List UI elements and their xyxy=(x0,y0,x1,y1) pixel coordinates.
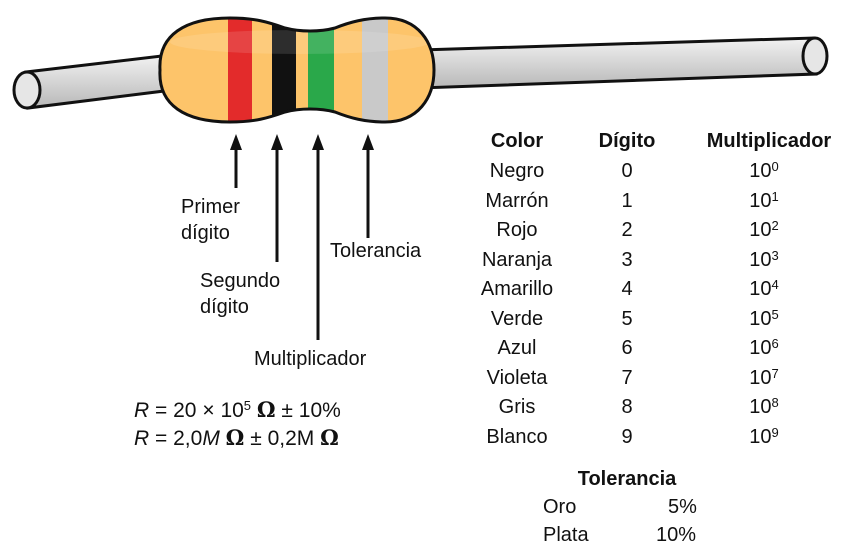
formula-value: 2,0M xyxy=(173,427,220,450)
table-cell-digit: 2 xyxy=(621,219,633,241)
label-primer-line1: Primer xyxy=(181,196,240,218)
table-cell-digit: 5 xyxy=(621,307,633,330)
table-cell-color: Azul xyxy=(497,337,537,359)
tolerance-name-oro: Oro xyxy=(543,496,577,518)
table-cell-digit: 9 xyxy=(621,425,633,448)
label-multiplicador: Multiplicador xyxy=(254,348,367,370)
table-cell-multiplier: 108 xyxy=(749,395,779,418)
tolerance-value-plata: 10% xyxy=(656,524,697,546)
tolerance-value-oro: 5% xyxy=(668,496,697,518)
ohm-symbol: Ω xyxy=(225,425,245,450)
header-multiplicador: Multiplicador xyxy=(706,130,832,152)
table-cell-color: Violeta xyxy=(486,366,548,389)
formula-line-2: R = 2,0M Ω ± 0,2M Ω xyxy=(134,424,339,453)
arrow-segundo xyxy=(271,134,283,262)
table-cell-digit: 1 xyxy=(621,189,633,212)
table-cell-color: Blanco xyxy=(486,425,548,448)
formula-equals: = xyxy=(155,399,168,422)
table-cell-multiplier: 106 xyxy=(749,336,779,359)
tolerance-name-plata: Plata xyxy=(543,524,589,546)
formula-power: 105 xyxy=(220,398,252,422)
formula-value: 20 xyxy=(173,399,197,422)
table-cell-digit: 8 xyxy=(621,396,633,418)
arrow-primer xyxy=(230,134,242,188)
table-cell-digit: 3 xyxy=(621,248,633,271)
label-primer-digito: Primer dígito xyxy=(181,194,240,246)
formula-line-1: R = 20 × 105 Ω ± 10% xyxy=(134,396,341,425)
table-cell-digit: 7 xyxy=(621,366,633,389)
formula-plus-minus: ± xyxy=(281,399,293,422)
right-lead xyxy=(418,36,829,90)
band-green xyxy=(308,18,334,122)
table-cell-multiplier: 104 xyxy=(749,277,779,300)
label-segundo-line1: Segundo xyxy=(200,270,281,292)
formula-r: R xyxy=(134,399,150,422)
tolerance-title: Tolerancia xyxy=(577,468,677,490)
ohm-symbol: Ω xyxy=(256,397,276,422)
table-cell-color: Negro xyxy=(489,160,545,182)
arrow-tolerancia xyxy=(362,134,374,238)
label-tolerancia: Tolerancia xyxy=(330,240,422,262)
formula-tolerance: 0,2M xyxy=(267,427,315,450)
header-digito: Dígito xyxy=(598,130,656,152)
resistor-body xyxy=(158,16,436,124)
formula-plus-minus: ± xyxy=(250,427,262,450)
table-cell-multiplier: 101 xyxy=(749,188,779,212)
band-silver xyxy=(362,18,388,122)
table-cell-multiplier: 100 xyxy=(749,159,779,182)
formula-tolerance: 10% xyxy=(298,399,341,422)
table-cell-color: Naranja xyxy=(481,248,553,271)
table-cell-multiplier: 102 xyxy=(749,218,779,241)
table-cell-color: Gris xyxy=(498,396,536,418)
table-cell-digit: 6 xyxy=(621,337,633,359)
table-cell-digit: 4 xyxy=(621,278,633,300)
band-black xyxy=(272,18,296,122)
ohm-symbol: Ω xyxy=(320,425,339,450)
table-cell-digit: 0 xyxy=(621,160,633,182)
table-cell-multiplier: 103 xyxy=(749,247,779,271)
formula-r: R xyxy=(134,427,150,450)
table-cell-multiplier: 107 xyxy=(749,365,779,389)
arrow-multiplicador xyxy=(312,134,324,340)
table-cell-color: Verde xyxy=(490,307,544,330)
table-cell-multiplier: 105 xyxy=(749,306,779,330)
header-color: Color xyxy=(490,130,544,152)
label-segundo-line2: dígito xyxy=(200,296,249,318)
table-cell-color: Amarillo xyxy=(480,278,554,300)
table-cell-color: Rojo xyxy=(496,219,538,241)
left-lead xyxy=(12,53,174,110)
band-red xyxy=(228,18,252,122)
formula-equals: = xyxy=(155,427,168,450)
label-primer-line2: dígito xyxy=(181,222,230,244)
table-cell-color: Marrón xyxy=(485,189,549,212)
formula-times: × xyxy=(202,399,215,422)
table-cell-multiplier: 109 xyxy=(749,424,779,448)
label-segundo-digito: Segundo dígito xyxy=(200,268,280,320)
